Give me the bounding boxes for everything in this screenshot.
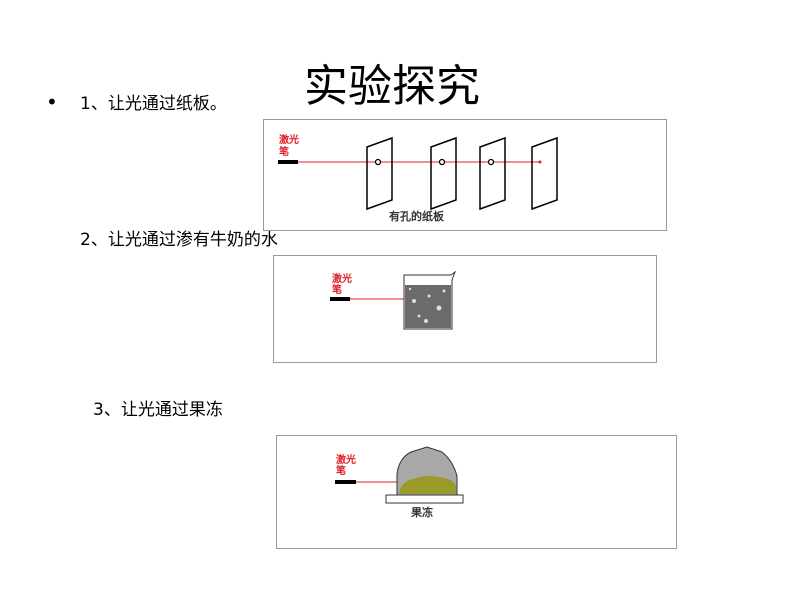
figure-jelly: 激光 笔 果冻 [276, 435, 677, 549]
laser-label: 笔 [332, 283, 342, 296]
paper-boards-diagram: 激光 笔 有孔的纸板 [278, 133, 558, 223]
paper-board [430, 136, 457, 211]
figure-paper-boards: 激光 笔 有孔的纸板 [263, 119, 667, 231]
fig3-caption: 果冻 [410, 505, 433, 519]
figure-milk-water: 激光 笔 [273, 255, 657, 363]
board-hole [487, 158, 495, 166]
laser-spot [538, 160, 542, 164]
fig1-caption: 有孔的纸板 [389, 209, 445, 223]
jelly-fruit-pieces [399, 475, 456, 494]
laser-label: 笔 [336, 464, 346, 477]
paper-board [531, 136, 558, 211]
milk-particles [408, 287, 446, 323]
board-hole [374, 158, 382, 166]
paper-board [366, 136, 393, 211]
paper-board [479, 136, 506, 211]
laser-label: 激光 [336, 453, 356, 466]
laser-label: 笔 [279, 145, 289, 158]
plate [385, 494, 464, 504]
laser-pen [330, 297, 350, 301]
laser-pen [335, 480, 356, 484]
step-3-text: 3、让光通过果冻 [93, 400, 223, 420]
laser-pen [278, 160, 298, 164]
step-1-text: 1、让光通过纸板。 [80, 94, 227, 114]
laser-label: 激光 [332, 272, 352, 285]
slide-title: 实验探究 [304, 61, 480, 112]
board-hole [438, 158, 446, 166]
jelly-diagram: 激光 笔 果冻 [335, 446, 464, 519]
laser-label: 激光 [279, 133, 299, 146]
step-2-text: 2、让光通过渗有牛奶的水 [80, 230, 278, 250]
bullet-dot: • [46, 90, 58, 114]
milk-water-diagram: 激光 笔 [330, 270, 457, 330]
